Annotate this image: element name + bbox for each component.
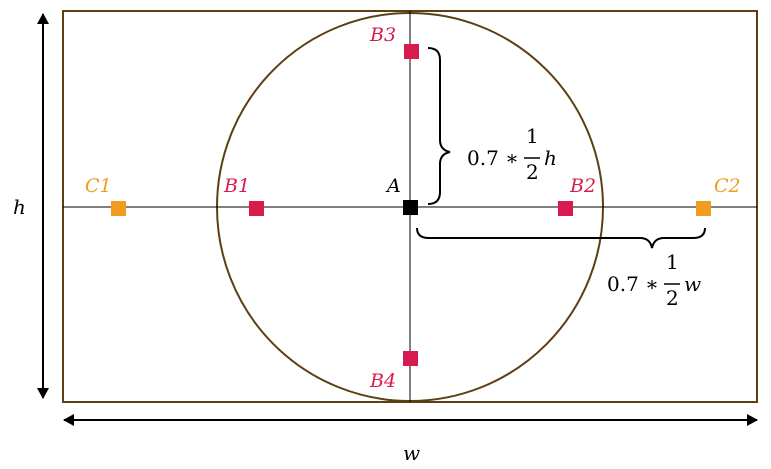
horizontal-formula-num: 1	[666, 250, 679, 274]
label-b4: B4	[369, 370, 396, 392]
point-b2	[558, 201, 573, 216]
label-c2: C2	[714, 175, 741, 197]
horizontal-formula-coef: 0.7 ∗	[607, 272, 659, 296]
horizontal-formula-den: 2	[666, 286, 679, 310]
point-c1	[111, 201, 126, 216]
point-a	[403, 200, 418, 215]
label-c1: C1	[85, 175, 112, 197]
horizontal-formula-var: w	[684, 272, 701, 296]
vertical-formula-den: 2	[526, 160, 539, 184]
point-b3	[404, 44, 419, 59]
vertical-formula-num: 1	[526, 124, 539, 148]
vertical-formula-coef: 0.7 ∗	[467, 146, 519, 170]
point-c2	[696, 201, 711, 216]
label-b3: B3	[369, 24, 396, 46]
vertical-brace	[427, 47, 451, 205]
vertical-formula-var: h	[544, 146, 557, 170]
label-b1: B1	[223, 175, 250, 197]
label-w: w	[403, 441, 420, 465]
label-a: A	[385, 175, 401, 197]
point-b4	[403, 351, 418, 366]
label-h: h	[13, 195, 26, 219]
point-b1	[249, 201, 264, 216]
horizontal-brace	[416, 227, 706, 249]
label-b2: B2	[569, 175, 596, 197]
